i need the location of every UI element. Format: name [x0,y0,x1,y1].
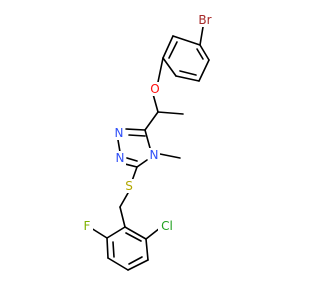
bond [131,166,138,182]
bond [90,227,108,239]
bond [152,93,159,113]
double-bond [126,157,138,162]
label-background [123,179,135,193]
bond [145,238,149,261]
bond [162,35,174,59]
nitrogen-atom-label: N [115,126,124,140]
bond [106,226,126,239]
nitrogen-atom-label: N [150,148,159,162]
bond [159,153,181,159]
bond [175,75,200,82]
label-background [148,148,160,162]
bond [124,163,138,168]
bond [172,35,201,46]
bond [162,57,177,77]
bond [106,237,109,259]
double-bond [168,41,178,59]
triazole-ring [117,128,151,168]
bond [127,259,149,271]
chlorofluorophenyl-ring [106,226,149,271]
label-background [81,219,93,233]
double-bond [179,70,197,76]
double-bond [125,232,142,242]
bond [157,111,184,115]
fluorine-atom-label: F [84,219,91,233]
bond [125,128,146,131]
double-bond [128,134,146,137]
bromine-atom-label: Br [198,13,211,27]
bond [144,111,159,131]
double-bond [128,256,143,265]
label-background [195,13,215,27]
chlorine-atom-label: Cl [161,219,173,233]
bond [144,129,151,149]
bromophenyl-ring [162,35,210,82]
bond [117,139,121,153]
label-background [114,151,126,165]
nitrogen-atom-label: N [116,151,125,165]
bond [124,226,147,240]
bond [199,26,204,46]
sulfur-atom-label: S [125,179,133,193]
bond [107,257,129,271]
oxygen-atom-label: O [150,82,159,96]
bond [157,57,164,83]
label-background [149,82,161,96]
bond [136,159,148,168]
molecule-structure: Br O N N N S F Cl [81,13,215,271]
bond [119,192,129,208]
bond [198,59,210,82]
label-background [158,219,176,233]
bond [199,44,210,61]
bond [119,206,126,228]
double-bond [196,48,204,60]
bond [145,227,161,240]
double-bond [112,241,115,258]
label-background [113,126,125,140]
